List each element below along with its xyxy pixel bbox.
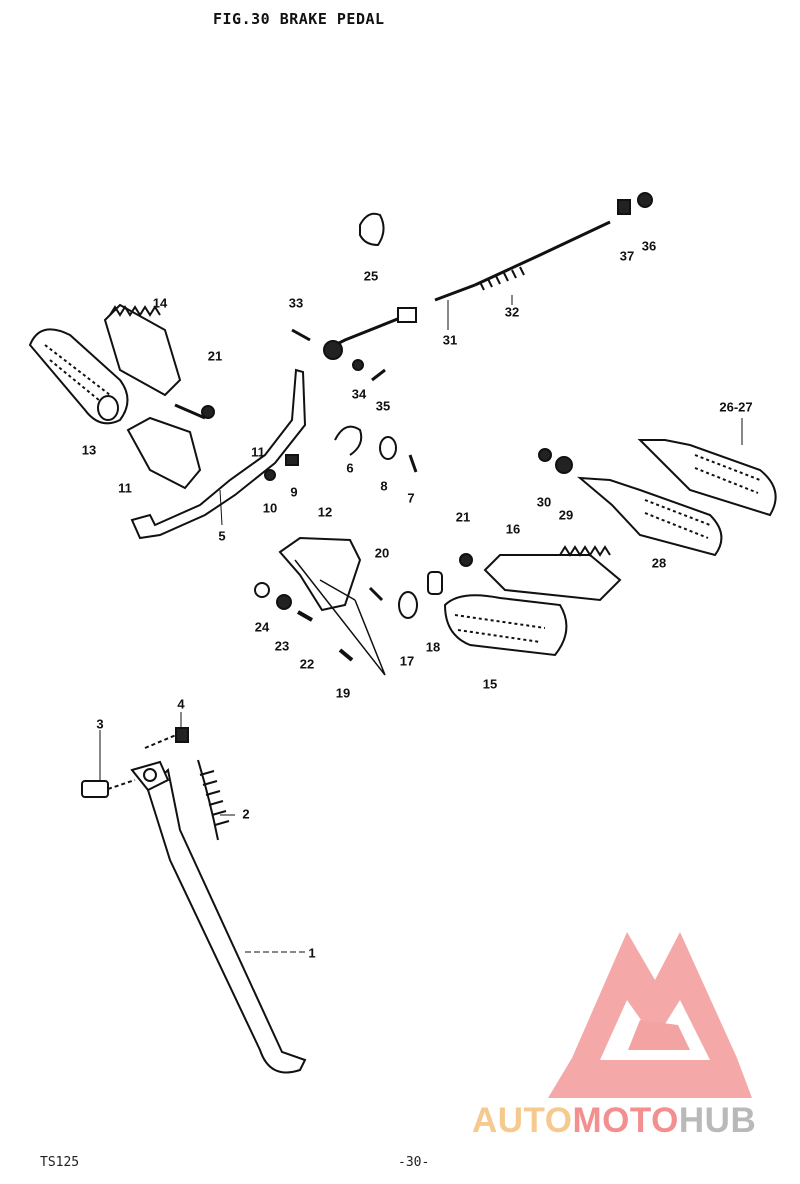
callout-7: 7 [407,490,415,506]
callout-13: 13 [81,442,97,458]
callout-18: 18 [425,639,441,655]
figure-title: FIG.30 BRAKE PEDAL [213,10,385,28]
callout-23: 23 [274,638,290,654]
part-12-bracket [278,536,362,612]
part-2-spring [197,759,219,841]
callout-33: 33 [288,295,304,311]
part-20-pin [368,586,384,602]
watermark-text: AUTOMOTOHUB [472,1101,756,1141]
callout-12: 12 [317,504,333,520]
part-23-nut [276,594,292,610]
part-25-clamp [359,212,385,247]
watermark-hub: HUB [678,1101,757,1140]
callout-21a: 21 [207,348,223,364]
callout-15: 15 [482,676,498,692]
part-28-footrest [577,476,723,557]
callout-29: 29 [558,507,574,523]
part-26-27-footrest [637,439,777,517]
part-7-pin [408,454,418,473]
part-19-pin [338,648,354,662]
part-30-nut [538,448,552,462]
part-17-washer [398,591,418,619]
callout-37: 37 [619,248,635,264]
part-21-spring-right [459,553,473,567]
callout-34: 34 [351,386,367,402]
part-11-bracket [126,416,202,490]
callout-3: 3 [96,716,104,732]
part-36-nut [637,192,653,208]
callout-35: 35 [375,398,391,414]
callout-31: 31 [442,332,458,348]
callout-5: 5 [218,528,226,544]
callout-6: 6 [346,460,354,476]
callout-4: 4 [177,696,185,712]
part-33-bolt [291,328,311,342]
part-35-pin [371,368,386,382]
callout-1: 1 [308,945,316,961]
watermark-logo [548,932,752,1098]
part-24-washer [254,582,270,598]
part-5-brake-pedal [130,368,307,540]
model-code: TS125 [40,1155,80,1170]
callout-9: 9 [290,484,298,500]
callout-28: 28 [651,555,667,571]
watermark-moto: MOTO [572,1101,679,1140]
part-6-spring [334,425,363,456]
callout-11b: 11 [251,444,265,460]
part-37-clip [617,199,631,215]
part-32-cable [474,220,611,287]
callout-8: 8 [380,478,388,494]
part-4-nut [175,727,189,743]
part-10-nut [264,469,276,481]
leader-lines [99,295,743,953]
callout-10: 10 [262,500,278,516]
part-22-bolt [297,610,313,622]
page-number: -30- [398,1155,430,1170]
part-18-collar [427,571,443,595]
part-15-footrest-rubber [443,594,568,657]
callout-14: 14 [152,295,168,311]
part-14-footrest-plate [103,303,182,397]
callout-30: 30 [536,494,552,510]
callout-19: 19 [335,685,351,701]
part-9-fitting [285,454,299,466]
callout-25: 25 [363,268,379,284]
part-21-spring-left [174,403,206,420]
spring-coils [199,770,230,826]
callout-21b: 21 [455,509,471,525]
callout-2: 2 [242,806,250,822]
callout-20: 20 [374,545,390,561]
callout-24: 24 [254,619,270,635]
part-8-washer [379,436,397,460]
part-29-washer [555,456,573,474]
callout-32: 32 [504,304,520,320]
watermark-auto: AUTO [472,1101,573,1140]
callout-22: 22 [299,656,315,672]
callout-36: 36 [641,238,657,254]
callout-11a: 11 [118,480,132,496]
callout-17: 17 [399,653,415,669]
part-1-side-stand [146,767,307,1074]
part-34-nut [352,359,364,371]
callout-26-27: 26-27 [719,399,753,415]
part-16-footrest-plate [483,554,622,602]
callout-16: 16 [505,521,521,537]
part-3-bolt [81,780,109,798]
